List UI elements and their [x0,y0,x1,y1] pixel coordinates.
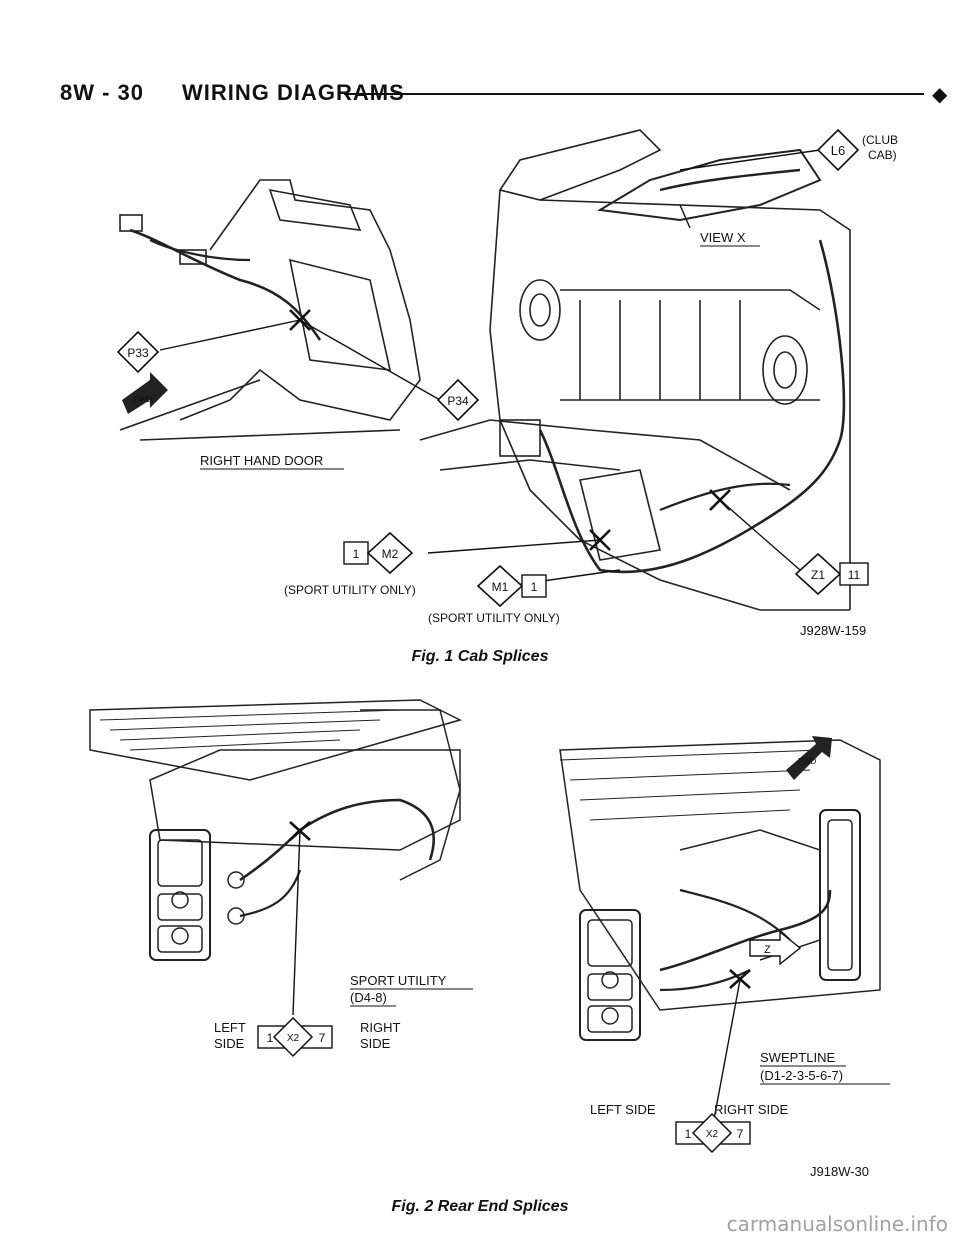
section-number: 8W - 30 [60,80,145,105]
figure-cab-splices: L6 (CLUB CAB) VIEW X P33 FWD P34 RIGHT H… [60,110,910,670]
label-p33: P33 [127,346,149,360]
splice-x2-a-diamond-icon [272,1016,314,1058]
figure-rear-end-splices: FWD Z SPORT UTILITY (D4-8) LEFT SIDE RIG… [60,690,910,1190]
header-diamond-icon: ◆ [932,84,948,106]
label-left-side: SIDE [214,1036,245,1051]
z-arrow-icon: Z [749,930,802,966]
fwd-arrow-icon: FWD [122,372,168,414]
label-z1: Z1 [811,568,825,582]
page-header: 8W - 30 WIRING DIAGRAMS ◆ [60,80,947,114]
svg-text:FWD: FWD [134,395,152,404]
label-l6: L6 [831,143,845,158]
label-x2-b-right: 7 [737,1127,744,1141]
splice-z1-diamond-icon [794,552,842,596]
label-x2-a-left: 1 [267,1031,274,1045]
fwd-arrow-rear-icon: FWD [786,736,832,780]
splice-m2-diamond-icon [366,531,414,575]
svg-text:Z: Z [764,944,771,956]
label-m2-number: 1 [353,547,360,561]
splice-p34-diamond-icon [436,378,480,422]
header-rule [344,93,924,95]
label-sport-utility-code: (D4-8) [350,990,387,1005]
label-view-x: VIEW X [700,230,746,245]
splice-l6-diamond-icon [816,128,860,172]
label-club-cab-2: CAB) [868,148,897,162]
label-m1: M1 [492,580,509,594]
caption-fig2: Fig. 2 Rear End Splices [391,1198,569,1215]
section-title: WIRING DIAGRAMS [182,80,405,105]
splice-m1-diamond-icon [476,564,524,608]
label-m2: M2 [382,547,399,561]
figure-ref-rear: J918W-30 [810,1164,869,1179]
splice-x2-b-diamond-icon [691,1112,733,1154]
label-z1-number: 11 [848,568,861,582]
label-sport-utility: SPORT UTILITY [350,973,447,988]
label-right-side: SIDE [360,1036,391,1051]
label-right: RIGHT [360,1020,401,1035]
watermark: carmanualsonline.info [726,1212,948,1236]
label-x2-a-right: 7 [319,1031,326,1045]
label-right-hand-door: RIGHT HAND DOOR [200,453,323,468]
label-club-cab: (CLUB [862,133,898,147]
caption-fig1: Fig. 1 Cab Splices [411,648,549,665]
label-p34: P34 [447,394,469,408]
svg-text:FWD: FWD [798,757,816,766]
label-sport-utility-only-2: (SPORT UTILITY ONLY) [428,611,560,625]
label-x2-b-left: 1 [685,1127,692,1141]
splice-p33-diamond-icon [116,330,160,374]
label-sweptline: SWEPTLINE [760,1050,835,1065]
label-x2-b: X2 [706,1129,719,1140]
figure-ref-cab: J928W-159 [800,623,866,638]
cab-splices-diagram: L6 (CLUB CAB) VIEW X P33 FWD P34 RIGHT H… [116,128,898,638]
label-right-side-rear: RIGHT SIDE [714,1102,788,1117]
label-sweptline-code: (D1-2-3-5-6-7) [760,1068,843,1083]
label-left: LEFT [214,1020,246,1035]
rear-end-splices-diagram: FWD Z SPORT UTILITY (D4-8) LEFT SIDE RIG… [89,699,890,1179]
label-m1-number: 1 [531,580,538,594]
label-left-side-rear: LEFT SIDE [590,1102,656,1117]
label-x2-a: X2 [287,1033,300,1044]
label-sport-utility-only-1: (SPORT UTILITY ONLY) [284,583,416,597]
